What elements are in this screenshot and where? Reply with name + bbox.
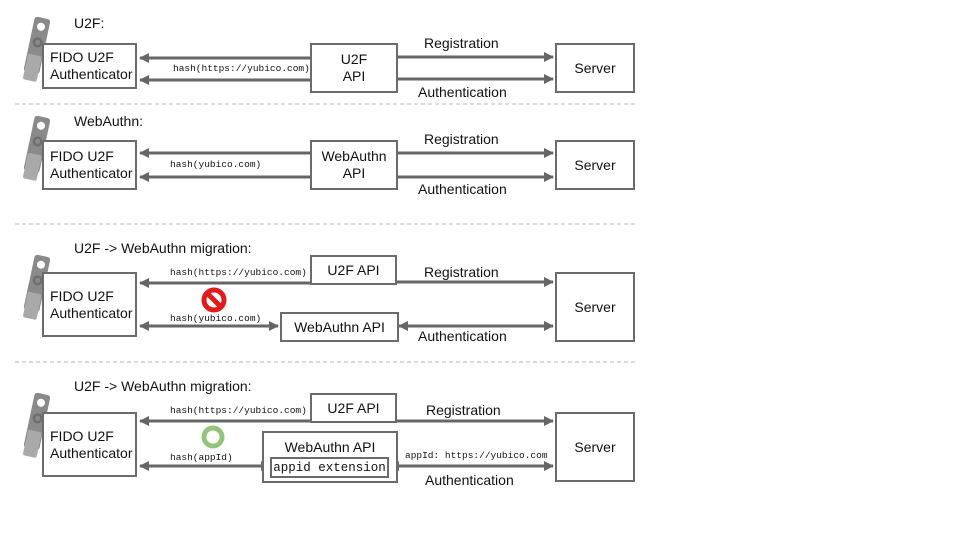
registration-label: Registration: [424, 35, 499, 51]
authentication-label: Authentication: [418, 328, 507, 344]
security-key-icon: [23, 16, 50, 82]
server-box: Server: [555, 272, 635, 342]
server-box: Server: [555, 43, 635, 93]
webauthn-api-box: WebAuthn API: [280, 312, 399, 342]
section-migration-1-arrows: [139, 277, 554, 331]
section-u2f-arrows: [139, 52, 554, 85]
authentication-label: Authentication: [418, 181, 507, 197]
server-box: Server: [555, 412, 635, 482]
hash-label: hash(appId): [170, 452, 233, 463]
authentication-label: Authentication: [418, 84, 507, 100]
security-key-icon: [23, 115, 50, 181]
section-migration-2-arrows: [139, 416, 554, 471]
u2f-api-box: U2F API: [310, 393, 397, 423]
ok-circle-icon: [201, 425, 225, 449]
server-box: Server: [555, 140, 635, 190]
section-title: U2F -> WebAuthn migration:: [74, 240, 252, 256]
section-title: WebAuthn:: [74, 113, 144, 129]
authentication-label: Authentication: [425, 472, 514, 488]
prohibited-icon: [201, 287, 227, 313]
hash-label: hash(https://yubico.com): [173, 63, 310, 74]
hash-label: hash(yubico.com): [170, 159, 262, 170]
registration-label: Registration: [426, 402, 501, 418]
section-webauthn-arrows: [139, 148, 554, 182]
authenticator-box: FIDO U2F Authenticator: [42, 43, 137, 89]
section-title: U2F:: [74, 15, 105, 31]
hash-label: hash(https://yubico.com): [170, 267, 307, 278]
authenticator-box: FIDO U2F Authenticator: [42, 272, 137, 337]
u2f-api-box: U2F API: [310, 43, 398, 93]
registration-label: Registration: [424, 131, 499, 147]
webauthn-api-box: WebAuthn API: [310, 140, 398, 190]
appid-extension-box: appid extension: [270, 457, 389, 478]
authenticator-box: FIDO U2F Authenticator: [42, 412, 137, 477]
u2f-api-box: U2F API: [310, 255, 397, 285]
appid-note: appId: https://yubico.com: [405, 450, 548, 461]
security-key-icon: [23, 392, 50, 458]
authenticator-box: FIDO U2F Authenticator: [42, 140, 137, 190]
hash-label: hash(yubico.com): [170, 313, 262, 324]
security-key-icon: [23, 254, 50, 320]
section-title: U2F -> WebAuthn migration:: [74, 378, 252, 394]
hash-label: hash(https://yubico.com): [170, 405, 307, 416]
registration-label: Registration: [424, 264, 499, 280]
